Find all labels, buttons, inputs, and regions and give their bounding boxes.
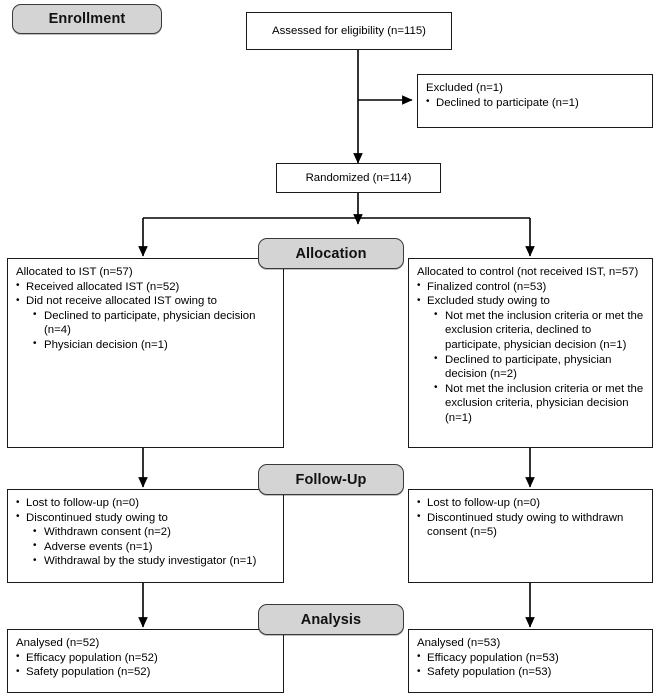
list-item-text: Safety population (n=53) xyxy=(427,666,552,679)
list-item: Safety population (n=53) xyxy=(417,665,644,680)
list-item: Finalized control (n=53) xyxy=(417,279,644,295)
list-item: Declined to participate, physician decis… xyxy=(434,352,644,382)
list-item: Lost to follow-up (n=0) xyxy=(16,496,275,511)
list-item: Excluded study owing to Not met the incl… xyxy=(417,294,644,425)
list-item: Withdrawn consent (n=2) xyxy=(33,525,275,540)
box-allocated-ist: Allocated to IST (n=57) Received allocat… xyxy=(7,258,284,448)
list-item-text: Declined to participate (n=1) xyxy=(436,96,579,109)
list-item-text: Declined to participate, physician decis… xyxy=(445,353,612,381)
stage-label-enrollment: Enrollment xyxy=(12,4,162,34)
list-item-text: Withdrawal by the study investigator (n=… xyxy=(44,555,257,568)
stage-label-allocation-text: Allocation xyxy=(295,245,367,262)
list-item: Declined to participate (n=1) xyxy=(426,95,644,111)
list-item-text: Received allocated IST (n=52) xyxy=(26,280,180,293)
followup-ist-sublist: Withdrawn consent (n=2) Adverse events (… xyxy=(26,525,275,569)
list-item: Discontinued study owing to Withdrawn co… xyxy=(16,510,275,569)
stage-label-analysis-text: Analysis xyxy=(300,611,362,628)
list-item-text: Excluded study owing to xyxy=(427,295,550,308)
box-excluded: Excluded (n=1) Declined to participate (… xyxy=(417,74,653,128)
allocated-ist-headline: Allocated to IST (n=57) xyxy=(16,266,133,278)
list-item: Lost to follow-up (n=0) xyxy=(417,496,644,511)
allocated-ist-list: Received allocated IST (n=52) Did not re… xyxy=(16,279,275,353)
list-item-text: Discontinued study owing to withdrawn co… xyxy=(427,511,624,539)
list-item: Not met the inclusion criteria or met th… xyxy=(434,381,644,426)
list-item-text: Did not receive allocated IST owing to xyxy=(26,295,218,308)
allocated-control-headline: Allocated to control (not received IST, … xyxy=(417,266,639,278)
stage-label-enrollment-text: Enrollment xyxy=(48,11,126,27)
analysis-control-list: Efficacy population (n=53) Safety popula… xyxy=(417,650,644,680)
followup-control-list: Lost to follow-up (n=0) Discontinued stu… xyxy=(417,496,644,540)
list-item: Efficacy population (n=52) xyxy=(16,650,275,666)
stage-label-allocation: Allocation xyxy=(258,238,404,269)
randomized-text: Randomized (n=114) xyxy=(305,171,412,184)
list-item: Not met the inclusion criteria or met th… xyxy=(434,308,644,353)
list-item: Physician decision (n=1) xyxy=(33,337,275,353)
analysis-ist-list: Efficacy population (n=52) Safety popula… xyxy=(16,650,275,680)
box-randomized: Randomized (n=114) xyxy=(276,163,441,193)
allocated-ist-sublist: Declined to participate, physician decis… xyxy=(26,308,275,353)
list-item-text: Withdrawn consent (n=2) xyxy=(44,526,171,539)
analysis-ist-headline: Analysed (n=52) xyxy=(16,637,100,649)
list-item-text: Declined to participate, physician decis… xyxy=(44,309,256,337)
stage-label-followup-text: Follow-Up xyxy=(295,471,367,488)
box-analysis-ist: Analysed (n=52) Efficacy population (n=5… xyxy=(7,629,284,693)
list-item: Safety population (n=52) xyxy=(16,665,275,680)
list-item-text: Finalized control (n=53) xyxy=(427,280,547,293)
list-item: Withdrawal by the study investigator (n=… xyxy=(33,554,275,569)
list-item-text: Physician decision (n=1) xyxy=(44,338,168,351)
followup-ist-list: Lost to follow-up (n=0) Discontinued stu… xyxy=(16,496,275,569)
list-item-text: Discontinued study owing to xyxy=(26,511,168,524)
excluded-list: Declined to participate (n=1) xyxy=(426,95,644,111)
stage-label-followup: Follow-Up xyxy=(258,464,404,495)
box-assessed-for-eligibility: Assessed for eligibility (n=115) xyxy=(246,12,452,50)
list-item: Received allocated IST (n=52) xyxy=(16,279,275,295)
box-allocated-control: Allocated to control (not received IST, … xyxy=(408,258,653,448)
box-followup-ist: Lost to follow-up (n=0) Discontinued stu… xyxy=(7,489,284,583)
excluded-headline: Excluded (n=1) xyxy=(426,82,503,94)
allocated-control-sublist: Not met the inclusion criteria or met th… xyxy=(427,308,644,426)
list-item-text: Not met the inclusion criteria or met th… xyxy=(445,309,644,351)
box-analysis-control: Analysed (n=53) Efficacy population (n=5… xyxy=(408,629,653,693)
list-item-text: Lost to follow-up (n=0) xyxy=(26,497,140,509)
list-item-text: Not met the inclusion criteria or met th… xyxy=(445,382,644,424)
list-item-text: Safety population (n=52) xyxy=(26,666,151,679)
list-item-text: Lost to follow-up (n=0) xyxy=(427,497,541,509)
list-item-text: Efficacy population (n=52) xyxy=(26,651,158,664)
analysis-control-headline: Analysed (n=53) xyxy=(417,637,501,649)
list-item-text: Adverse events (n=1) xyxy=(44,540,153,553)
list-item-text: Efficacy population (n=53) xyxy=(427,651,559,664)
list-item: Discontinued study owing to withdrawn co… xyxy=(417,510,644,540)
list-item: Did not receive allocated IST owing to D… xyxy=(16,294,275,352)
list-item: Declined to participate, physician decis… xyxy=(33,308,275,338)
list-item: Adverse events (n=1) xyxy=(33,539,275,555)
list-item: Efficacy population (n=53) xyxy=(417,650,644,666)
assessed-text: Assessed for eligibility (n=115) xyxy=(272,24,426,37)
allocated-control-list: Finalized control (n=53) Excluded study … xyxy=(417,279,644,426)
box-followup-control: Lost to follow-up (n=0) Discontinued stu… xyxy=(408,489,653,583)
stage-label-analysis: Analysis xyxy=(258,604,404,635)
